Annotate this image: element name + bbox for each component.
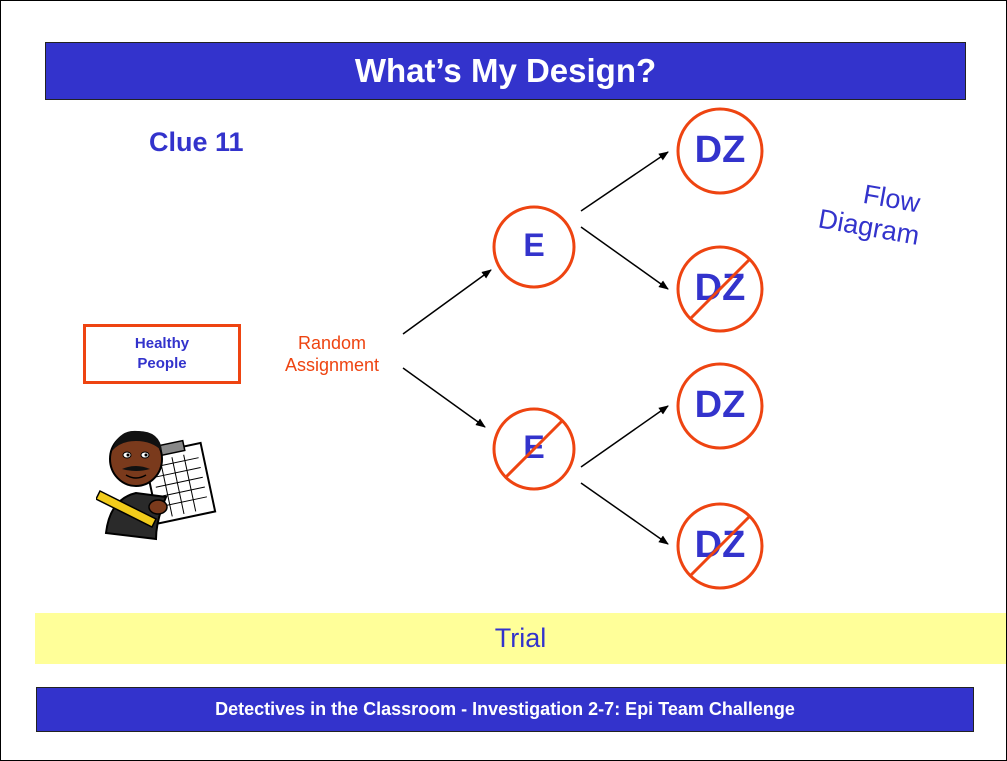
dz3-node-label: DZ <box>694 384 746 426</box>
detective-clipboard-icon <box>96 430 217 541</box>
healthy-people-line1: Healthy <box>134 335 190 352</box>
slide-title: What’s My Design? <box>45 42 966 100</box>
exposed-node-label: E <box>523 227 545 263</box>
healthy-people-line2: People <box>137 355 187 372</box>
exposed-node-circle <box>492 205 576 289</box>
arrow-unexposed-to-dz4 <box>580 482 669 545</box>
unexposed-slash <box>504 419 564 479</box>
dz1-node-circle <box>676 107 764 195</box>
random-assignment-line1: Random <box>297 333 367 353</box>
dz2-node-circle <box>676 245 764 333</box>
arrow-to-unexposed <box>402 367 486 428</box>
dz1-node-label: DZ <box>694 129 746 171</box>
dz4-node-circle <box>676 502 764 590</box>
dz2-slash <box>688 257 752 321</box>
design-answer-bar: Trial <box>35 613 1006 664</box>
unexposed-node-circle <box>492 407 576 491</box>
arrow-to-exposed <box>402 269 492 335</box>
footer-bar: Detectives in the Classroom - Investigat… <box>36 687 974 732</box>
dz3-node-circle <box>676 362 764 450</box>
dz4-slash <box>688 514 752 578</box>
arrow-exposed-to-dz2 <box>580 226 669 290</box>
random-assignment-label: Random Assignment <box>267 332 397 376</box>
arrow-unexposed-to-dz3 <box>580 405 669 468</box>
arrow-exposed-to-dz1 <box>580 151 669 212</box>
clue-label: Clue 11 <box>149 127 244 157</box>
random-assignment-line2: Assignment <box>284 355 380 375</box>
healthy-people-box: Healthy People <box>83 324 241 384</box>
